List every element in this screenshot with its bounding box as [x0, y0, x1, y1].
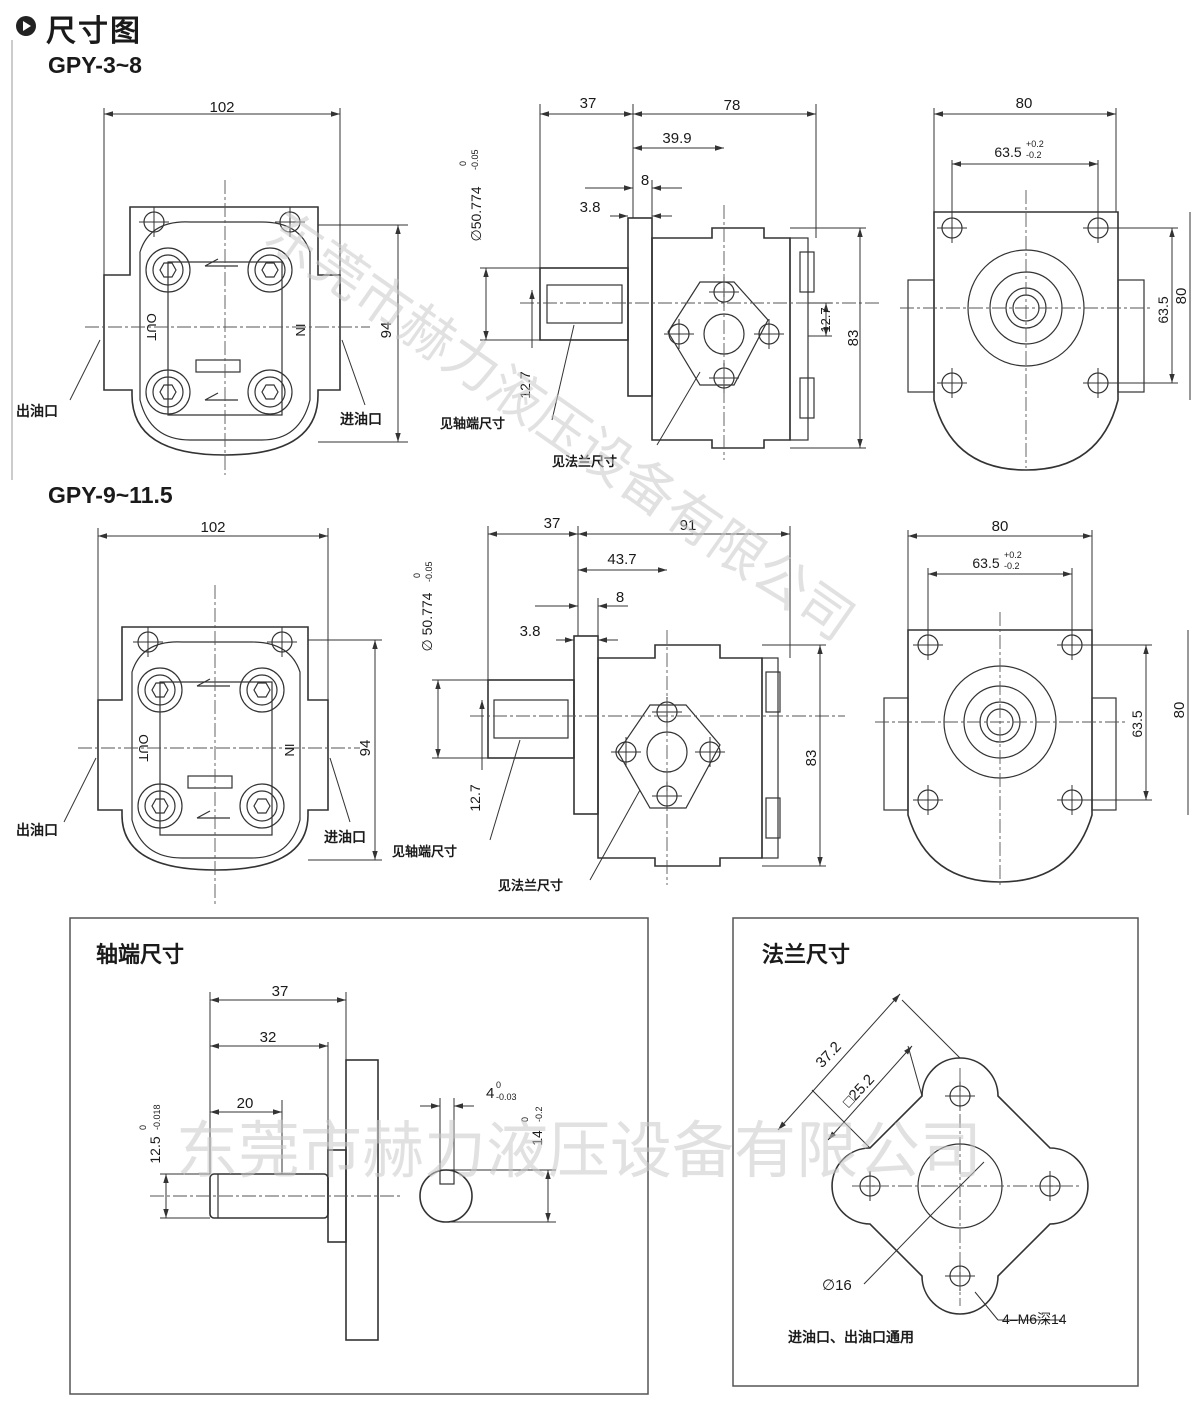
side-b-d437: 43.7: [607, 551, 636, 568]
rear-b-d635-v: 63.5: [1129, 710, 1145, 737]
model-label-gpy-3-8: GPY-3~8: [48, 52, 142, 78]
flange-holes-note: 4–M6深14: [1002, 1311, 1067, 1327]
rear-b-d635: 63.5: [972, 555, 999, 571]
side-a-dia-lo: -0.05: [470, 149, 480, 170]
flange-panel-title: 法兰尺寸: [762, 942, 850, 967]
front-b-width: 102: [200, 519, 225, 536]
rear-b-tol-up: +0.2: [1004, 550, 1022, 560]
front-view-b: 102 94 OUT IN 出油口 进油口: [16, 519, 382, 905]
shaft-d4-lo: -0.03: [496, 1092, 517, 1102]
flange-d372: 37.2: [813, 1038, 845, 1071]
rear-a-d80: 80: [1016, 95, 1033, 112]
flange-panel: 法兰尺寸 37.2 □25.2 ∅16 4–M6深14 进油口、出油口通用: [732, 917, 1139, 1387]
rear-b-d80: 80: [992, 518, 1009, 535]
flange-d16: ∅16: [822, 1277, 852, 1294]
rear-a-d635-v: 63.5: [1155, 296, 1171, 323]
rear-view-b: 80 63.5 +0.2 -0.2 63.5 80: [875, 518, 1189, 885]
rear-a-tol-lo: -0.2: [1026, 150, 1042, 160]
front-a-inlet-label: 进油口: [340, 411, 382, 427]
front-b-outlet-label: 出油口: [16, 822, 58, 838]
side-view-a: 37 78 39.9 8 3.8 ∅50.774 0 -0.05 12.7 12…: [440, 95, 880, 469]
side-b-d91: 91: [680, 517, 697, 534]
side-b-d83: 83: [803, 750, 820, 767]
shaft-d14: 14: [529, 1130, 545, 1146]
rear-a-tol-up: +0.2: [1026, 139, 1044, 149]
side-a-d399: 39.9: [662, 130, 691, 147]
section-title: 尺寸图: [46, 15, 142, 48]
front-a-outlet-label: 出油口: [16, 403, 58, 419]
side-b-d127: 12.7: [467, 784, 483, 811]
side-a-d37: 37: [580, 95, 597, 112]
shaft-d4: 4: [486, 1085, 494, 1102]
side-b-d37: 37: [544, 515, 561, 532]
model-label-gpy-9-11-5: GPY-9~11.5: [48, 482, 173, 508]
side-b-dia-lo: -0.05: [424, 561, 434, 582]
side-b-d8: 8: [616, 589, 624, 606]
rear-b-d80-v: 80: [1171, 702, 1188, 719]
shaft-d125-up: 0: [138, 1125, 148, 1130]
side-a-note-shaft: 见轴端尺寸: [440, 416, 505, 431]
rear-view-a: 80 63.5 +0.2 -0.2 63.5 80: [900, 95, 1191, 471]
side-view-b: 37 91 43.7 8 3.8 ∅ 50.774 0 -0.05 12.7 8…: [392, 515, 845, 893]
front-b-inlet-label: 进油口: [324, 829, 366, 845]
shaft-d4-up: 0: [496, 1080, 501, 1090]
shaft-d125-lo: -0.018: [152, 1104, 162, 1130]
front-a-in-mark: IN: [293, 324, 308, 337]
side-a-d83: 83: [845, 330, 862, 347]
side-a-note-flange: 见法兰尺寸: [552, 454, 617, 469]
side-a-d78: 78: [724, 97, 741, 114]
shaft-d20: 20: [237, 1095, 254, 1112]
rear-a-d80-v: 80: [1173, 288, 1190, 305]
shaft-d37: 37: [272, 983, 289, 1000]
rear-a-d635: 63.5: [994, 144, 1021, 160]
shaft-d32: 32: [260, 1029, 277, 1046]
side-b-d38: 3.8: [520, 623, 541, 640]
side-a-dia: ∅50.774: [468, 186, 484, 241]
side-b-dia: ∅ 50.774: [419, 592, 435, 651]
side-a-d127-right: 12.7: [818, 307, 833, 332]
rear-b-tol-lo: -0.2: [1004, 561, 1020, 571]
shaft-end-panel: 轴端尺寸 37 32 20 12.5 0 -0.018 4 0 -0.03: [69, 917, 649, 1395]
shaft-panel-title: 轴端尺寸: [96, 942, 184, 967]
shaft-d125: 12.5: [147, 1136, 163, 1163]
side-b-note-shaft: 见轴端尺寸: [392, 844, 457, 859]
watermark-horizontal: 东莞市赫力液压设备有限公司: [176, 1114, 982, 1187]
front-b-in-mark: IN: [282, 744, 297, 757]
side-a-d38: 3.8: [580, 199, 601, 216]
front-a-height: 94: [378, 322, 395, 339]
shaft-d14-up: 0: [520, 1117, 530, 1122]
side-b-note-flange: 见法兰尺寸: [498, 878, 563, 893]
front-view-a: 102 94 OUT IN 出油口 进油口: [16, 99, 408, 475]
side-b-dia-up: 0: [412, 573, 422, 578]
shaft-d14-lo: -0.2: [534, 1106, 544, 1122]
front-b-height: 94: [357, 740, 374, 757]
side-a-dia-up: 0: [458, 161, 468, 166]
front-b-out-mark: OUT: [136, 734, 151, 762]
front-a-out-mark: OUT: [144, 313, 159, 341]
section-bullet-icon: [16, 16, 36, 36]
side-a-d8: 8: [641, 172, 649, 189]
flange-usage-note: 进油口、出油口通用: [788, 1329, 914, 1345]
front-a-width: 102: [209, 99, 234, 116]
side-a-d127-left: 12.7: [517, 371, 533, 398]
